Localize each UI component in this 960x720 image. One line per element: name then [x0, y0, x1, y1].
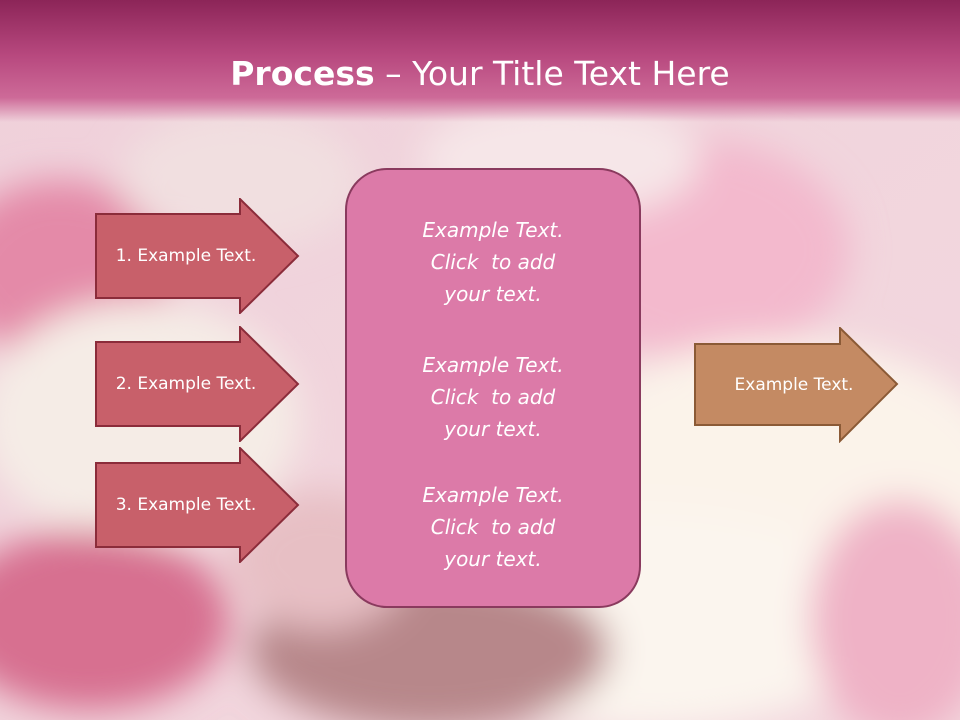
center-text-box[interactable]: Example Text. Click to add your text. Ex…: [345, 168, 641, 608]
slide-title[interactable]: Process – Your Title Text Here: [0, 52, 960, 96]
title-band: [0, 0, 960, 122]
center-paragraph-1: Example Text. Click to add your text.: [422, 218, 564, 306]
title-rest: – Your Title Text Here: [374, 54, 730, 93]
center-paragraph-2: Example Text. Click to add your text.: [422, 353, 564, 441]
step-label-1: 1. Example Text.: [115, 246, 257, 266]
step-arrow-1[interactable]: 1. Example Text.: [95, 198, 300, 314]
step-arrow-2[interactable]: 2. Example Text.: [95, 326, 300, 442]
title-bold: Process: [230, 54, 375, 93]
center-paragraph-3: Example Text. Click to add your text.: [422, 483, 564, 571]
step-label-3: 3. Example Text.: [115, 495, 257, 515]
output-arrow[interactable]: Example Text.: [694, 327, 899, 443]
step-arrow-3[interactable]: 3. Example Text.: [95, 447, 300, 563]
output-label: Example Text.: [734, 375, 854, 395]
step-label-2: 2. Example Text.: [115, 374, 257, 394]
